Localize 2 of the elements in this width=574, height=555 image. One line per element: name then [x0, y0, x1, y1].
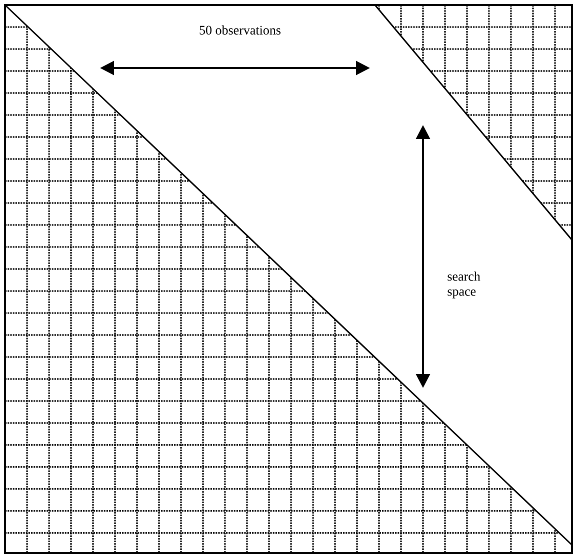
dimension-label: search space: [448, 272, 480, 298]
dimension-label: 50 observations: [200, 25, 281, 35]
